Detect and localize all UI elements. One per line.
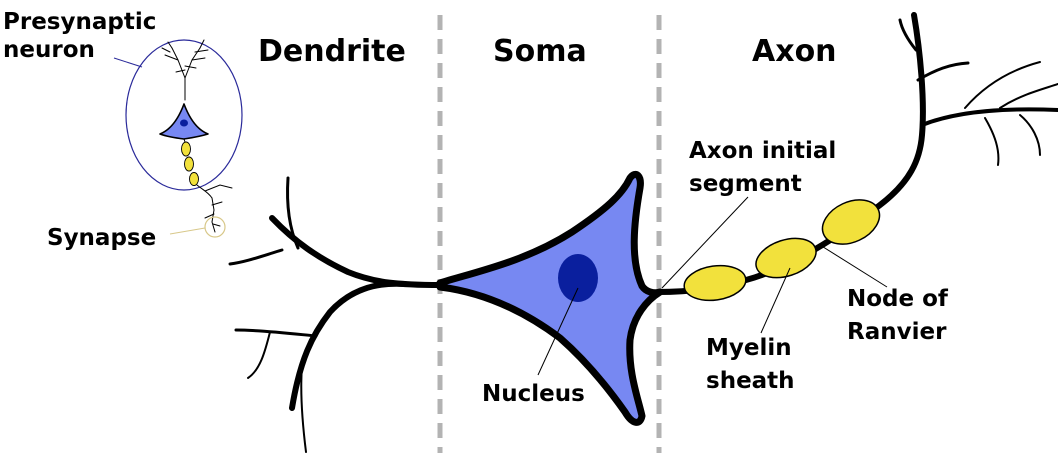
- myelin-sheath-label-line1: Myelin: [706, 335, 792, 361]
- axon-initial-segment-label: Axon initial segment: [689, 138, 844, 197]
- node-of-ranvier-label-line1: Node of: [847, 286, 949, 312]
- presynaptic-nucleus: [180, 120, 188, 127]
- nucleus-label: Nucleus: [482, 381, 585, 407]
- section-label-soma: Soma: [493, 34, 587, 69]
- presynaptic-neuron-inset: [126, 40, 242, 237]
- presynaptic-neuron-label-line1: Presynaptic: [3, 9, 156, 35]
- dendrites: [230, 178, 440, 452]
- nucleus: [558, 254, 598, 302]
- leader-lines: [114, 58, 887, 375]
- myelin-sheath-label: Myelin sheath: [706, 335, 800, 394]
- node-of-ranvier-label: Node of Ranvier: [847, 286, 956, 345]
- myelin-segment-1: [682, 262, 748, 304]
- presynaptic-neuron-label: Presynaptic neuron: [3, 9, 164, 63]
- presynaptic-neuron-label-line2: neuron: [3, 37, 95, 63]
- section-label-dendrite: Dendrite: [258, 34, 406, 69]
- axon-initial-segment-label-line2: segment: [689, 171, 802, 197]
- section-label-axon: Axon: [752, 34, 837, 69]
- myelin-sheath-label-line2: sheath: [706, 368, 795, 394]
- synapse-circle: [205, 217, 225, 237]
- axon-initial-segment-label-line1: Axon initial: [689, 138, 836, 164]
- node-of-ranvier-label-line2: Ranvier: [847, 319, 947, 345]
- synapse-label: Synapse: [47, 225, 156, 251]
